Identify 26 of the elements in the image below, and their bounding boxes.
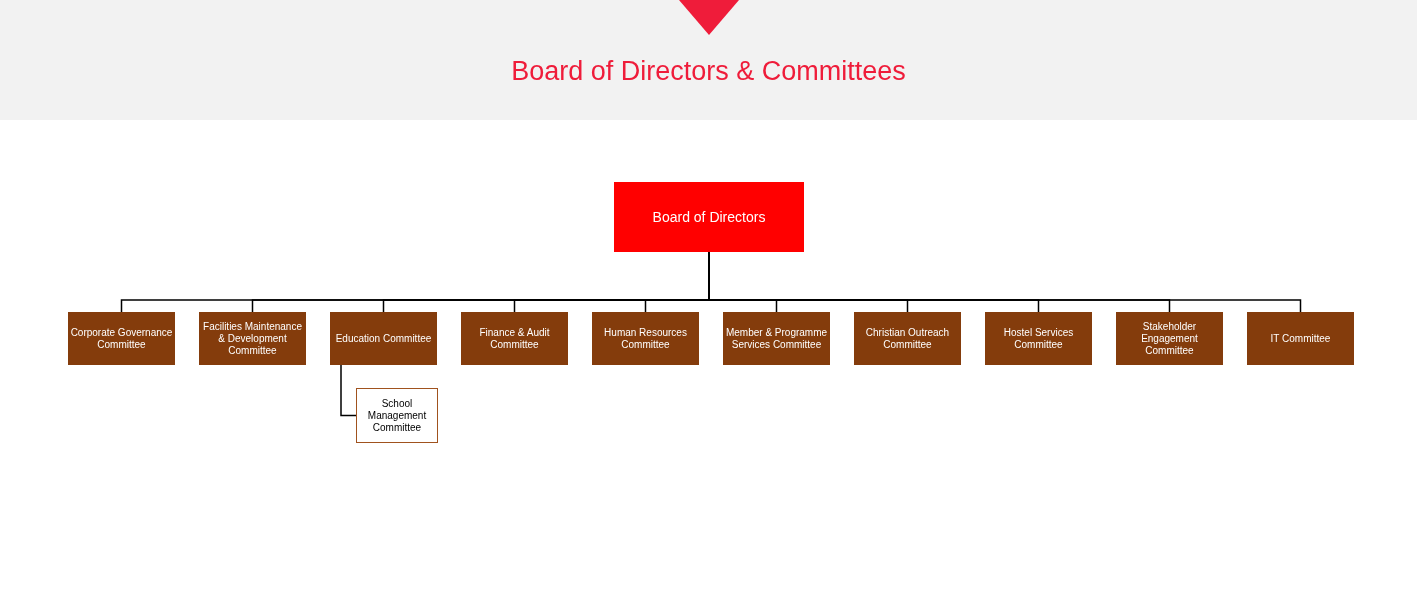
title: Board of Directors & Committees (511, 56, 906, 86)
committee-box (854, 312, 961, 365)
board-box (614, 182, 804, 252)
committee-box (1116, 312, 1223, 365)
node-label: Human Resources Committee (603, 326, 688, 351)
node-label: Hostel Services Committee (1002, 326, 1075, 351)
committee-box (592, 312, 699, 365)
node-label: Finance & Audit Committee (478, 326, 551, 351)
node-label: Member & Programme Services Committee (724, 326, 829, 351)
node-label: Stakeholder Engagement Committee (1140, 320, 1199, 357)
node-label: IT Committee (1270, 332, 1331, 345)
node-label: Corporate Governance Committee (69, 326, 174, 351)
committee-box (461, 312, 568, 365)
committee-box (330, 312, 437, 365)
committee-box (723, 312, 830, 365)
committee-box (1247, 312, 1354, 365)
node-label: Board of Directors (652, 208, 766, 226)
node-label: Education Committee (335, 332, 432, 345)
committee-box (68, 312, 175, 365)
node-label: Christian Outreach Committee (864, 326, 951, 351)
subcommittee-box (356, 388, 438, 443)
committee-box (985, 312, 1092, 365)
node-label: Facilities Maintenance & Development Committee (202, 320, 303, 357)
connector-line (340, 364, 357, 417)
committee-box (199, 312, 306, 365)
node-label: School Management Committee (366, 397, 428, 434)
